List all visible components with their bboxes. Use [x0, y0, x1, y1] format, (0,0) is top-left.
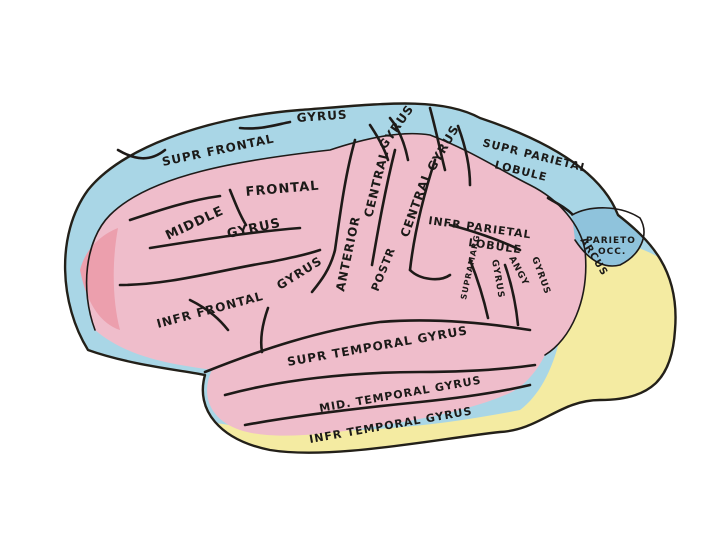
sulcus-supramarginal: [468, 258, 490, 320]
sulcus-frontal-branch-b: [188, 298, 230, 332]
sulcus-precentral: [310, 138, 357, 294]
label-occ: OCC.: [598, 247, 626, 257]
sulcus-frontal-branch: [228, 188, 248, 227]
inferior-temporal-sulcus: [243, 383, 532, 427]
sulcus-middle-frontal-a: [128, 194, 222, 222]
sulcus-angular: [503, 263, 520, 327]
sulcus-intraparietal-top: [456, 124, 472, 187]
sulcus-postcentral-top: [428, 106, 447, 172]
sulcus-supr-frontal-a: [116, 148, 167, 160]
sulcus-middle-frontal-b: [148, 226, 302, 250]
sulcus-central-top: [388, 116, 410, 162]
sulcus-postcentral-hook: [408, 268, 452, 281]
sulcus-central: [370, 148, 397, 267]
parieto-occipital-border: [571, 207, 645, 267]
lateral-sulcus: [203, 319, 532, 374]
sulcus-ascending-ramus: [259, 306, 270, 354]
label-supr-frontal-gyrus: GYRUS: [296, 107, 348, 125]
sulcus-precentral-top: [368, 123, 390, 162]
label-frontal: FRONTAL: [245, 179, 320, 200]
sulcus-postcentral: [408, 158, 437, 272]
sulcus-parietal-end: [546, 196, 574, 216]
label-parieto: PARIETO: [586, 236, 636, 246]
cortex-region: [86, 133, 586, 436]
superior-temporal-sulcus: [223, 363, 537, 397]
sulcus-infr-parietal: [448, 223, 522, 252]
occipital-border: [544, 249, 587, 356]
sulci: [116, 106, 574, 427]
cortex-upper-border: [85, 132, 586, 331]
sulcus-supr-frontal-b: [238, 120, 292, 130]
sulcus-inferior-frontal: [118, 248, 322, 287]
brain-regions: [65, 103, 676, 453]
brain-outline: [63, 102, 677, 454]
